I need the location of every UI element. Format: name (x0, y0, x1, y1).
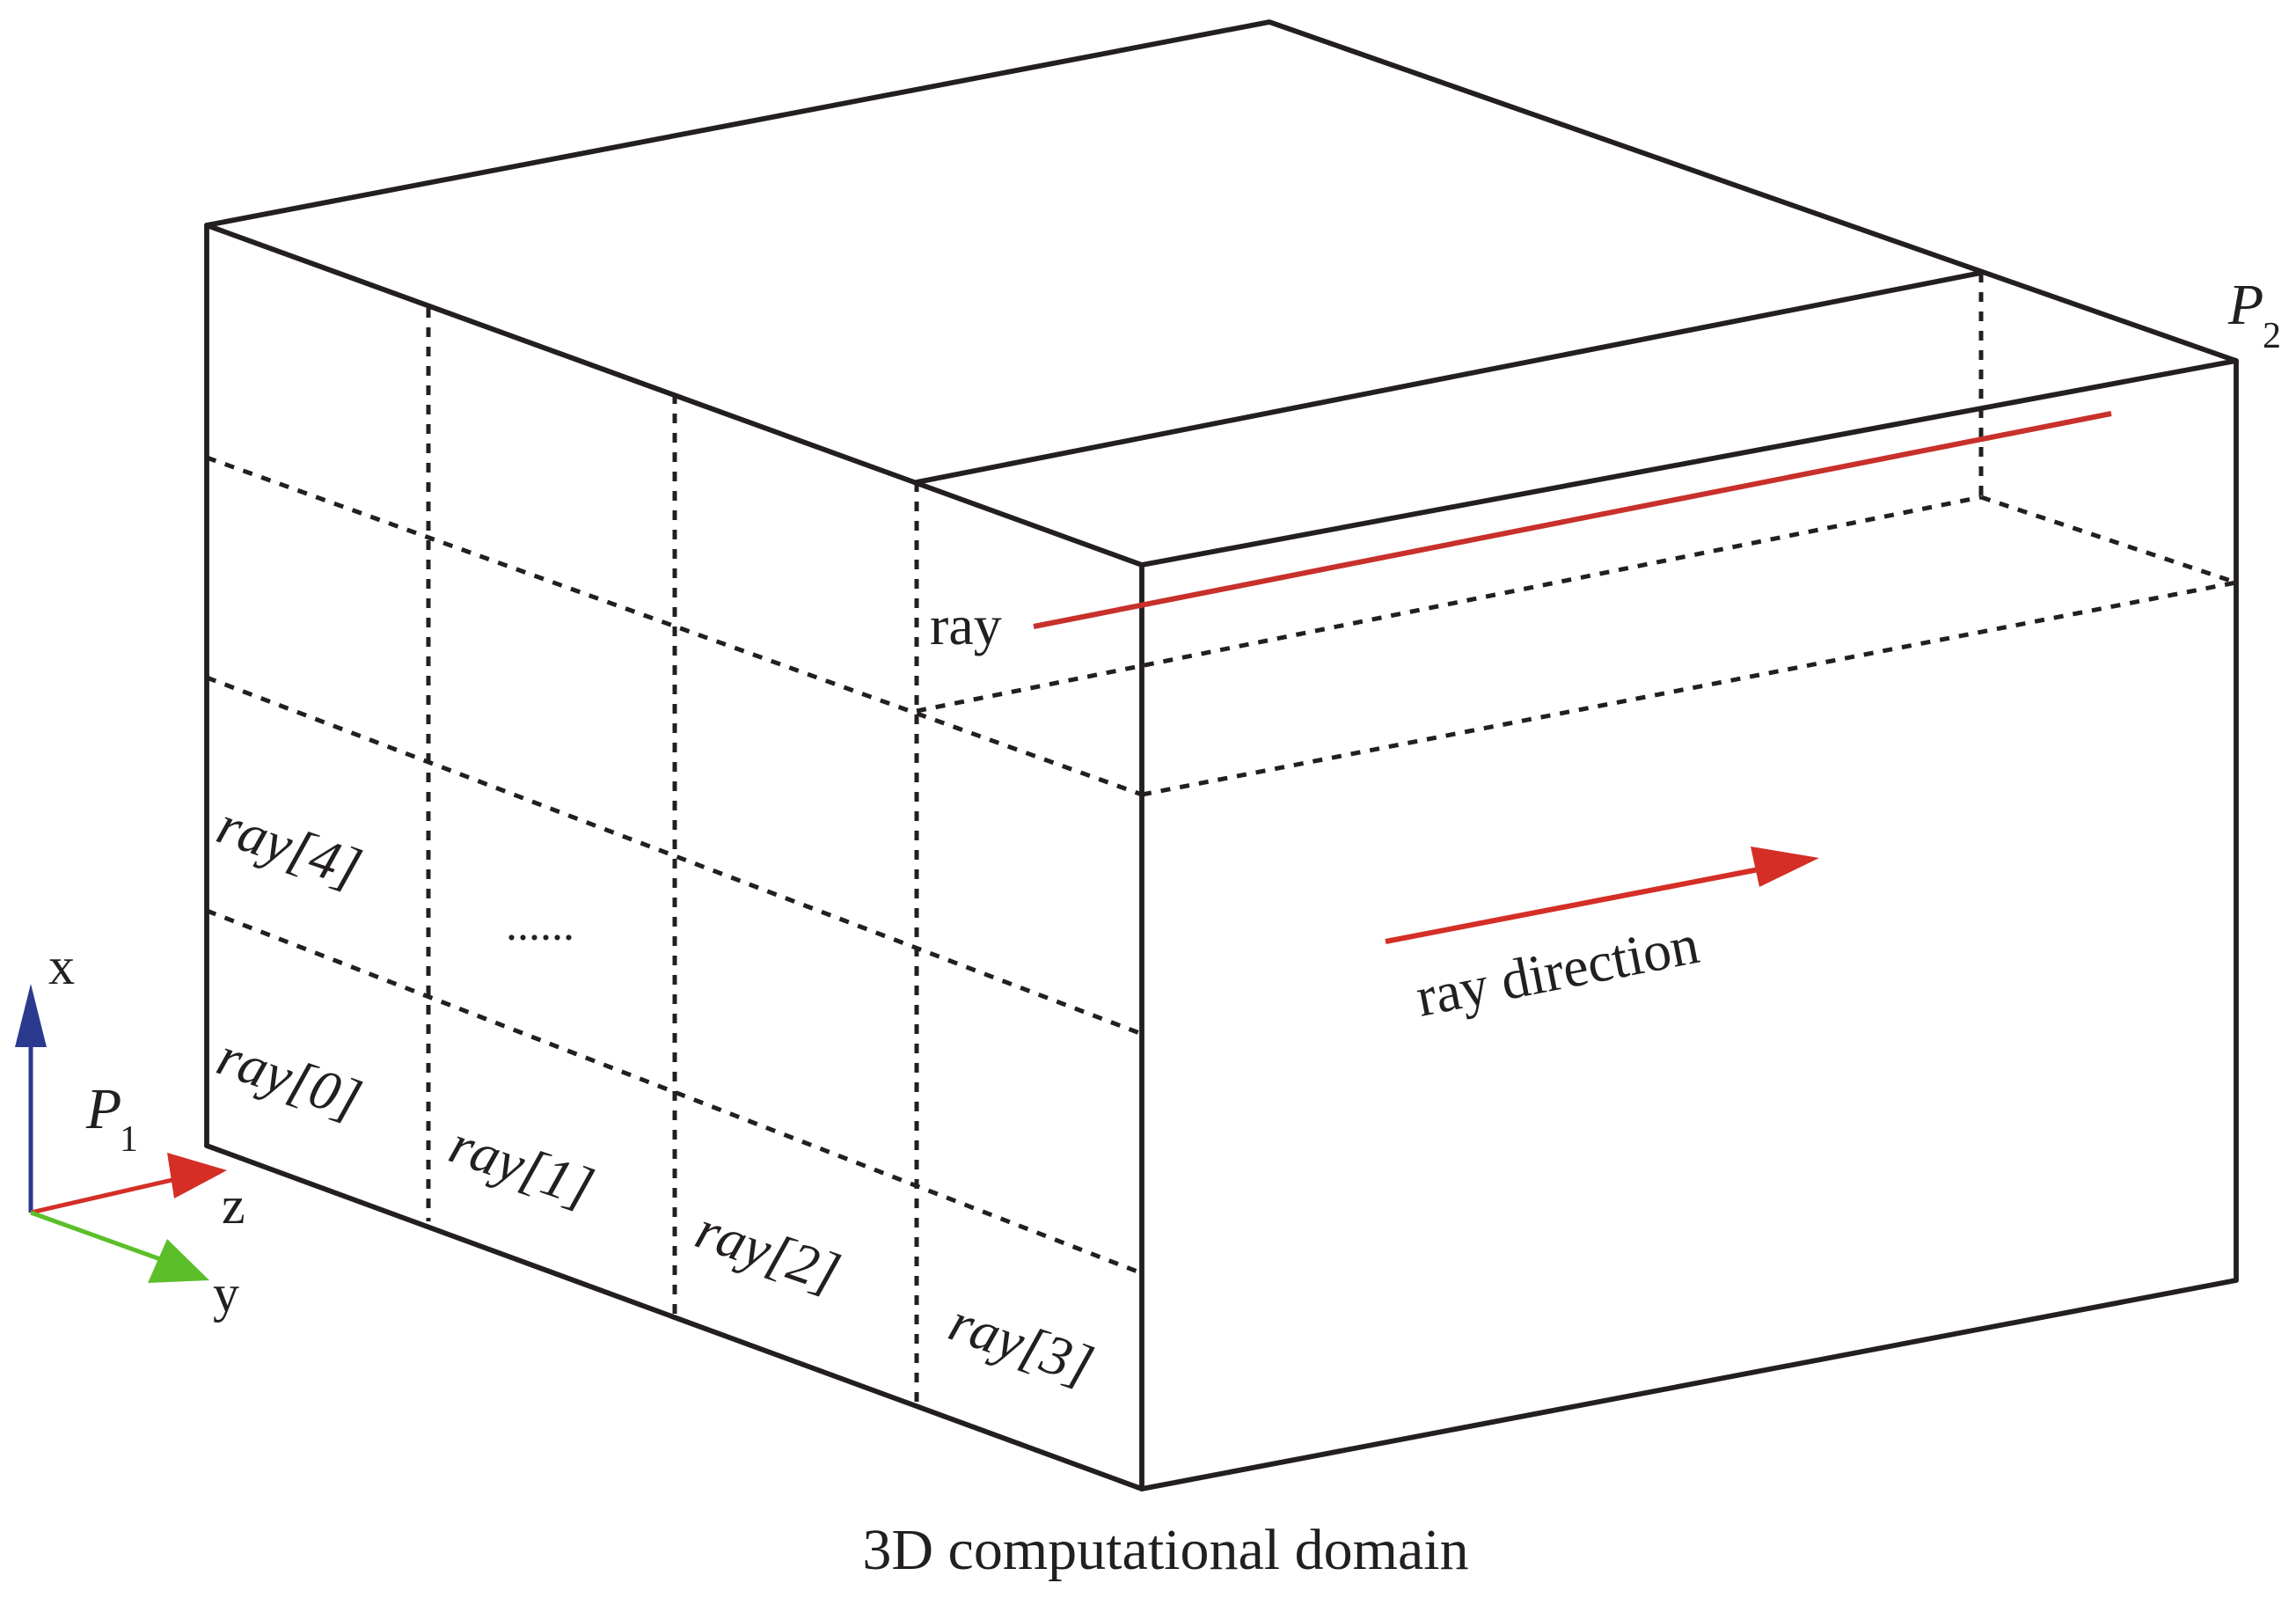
box-bottom-right-edge (1139, 1278, 2239, 1491)
slab-bottom-front (1141, 580, 2237, 797)
ray-3-label: ray[3] (941, 1290, 1100, 1397)
p1-letter: P (85, 1077, 121, 1141)
slab-top-edge (914, 270, 1984, 485)
ray-2-label: ray[2] (688, 1198, 847, 1305)
slab-bottom-back (916, 495, 1982, 714)
ray-0-label: ray[0] (209, 1024, 369, 1132)
p2-subscript: 2 (2263, 316, 2281, 356)
p1-subscript: 1 (120, 1119, 138, 1160)
ray-1-label: ray[1] (442, 1112, 601, 1220)
p2-letter: P (2227, 273, 2263, 337)
z-axis-label: z (222, 1176, 245, 1235)
x-axis-label: x (48, 937, 75, 995)
highlighted-ray (1033, 411, 2112, 629)
point-p1-label: P 1 (85, 1077, 138, 1160)
grid-horizontal-3 (206, 908, 1143, 1276)
point-p2-label: P 2 (2227, 273, 2281, 356)
z-axis-arrowhead (167, 1153, 227, 1198)
slab-bottom-right (1980, 495, 2237, 585)
y-axis-arrowhead (148, 1239, 209, 1283)
ray-direction-shaft (1385, 864, 1773, 944)
x-axis-arrowhead (15, 984, 47, 1047)
ray-grid (206, 273, 2237, 1403)
box-top-face (204, 19, 2239, 568)
grid-horizontal-2 (206, 675, 1143, 1037)
ray-4-label: ray[4] (209, 793, 369, 900)
diagram-caption: 3D computational domain (862, 1518, 1468, 1582)
domain-box (204, 19, 2239, 1491)
z-axis-line (30, 1176, 177, 1215)
ray-direction-arrow (1385, 846, 1819, 944)
ray-direction-arrowhead (1751, 846, 1819, 887)
y-axis-label: y (213, 1264, 239, 1323)
y-axis-line (30, 1210, 164, 1263)
coordinate-axes: x z y (15, 937, 245, 1323)
ellipsis-label: ...... (506, 900, 574, 950)
box-bottom-left-edge (204, 1143, 1144, 1491)
ray-label: ray (930, 594, 1002, 656)
box-top-left-edge (204, 223, 1144, 568)
